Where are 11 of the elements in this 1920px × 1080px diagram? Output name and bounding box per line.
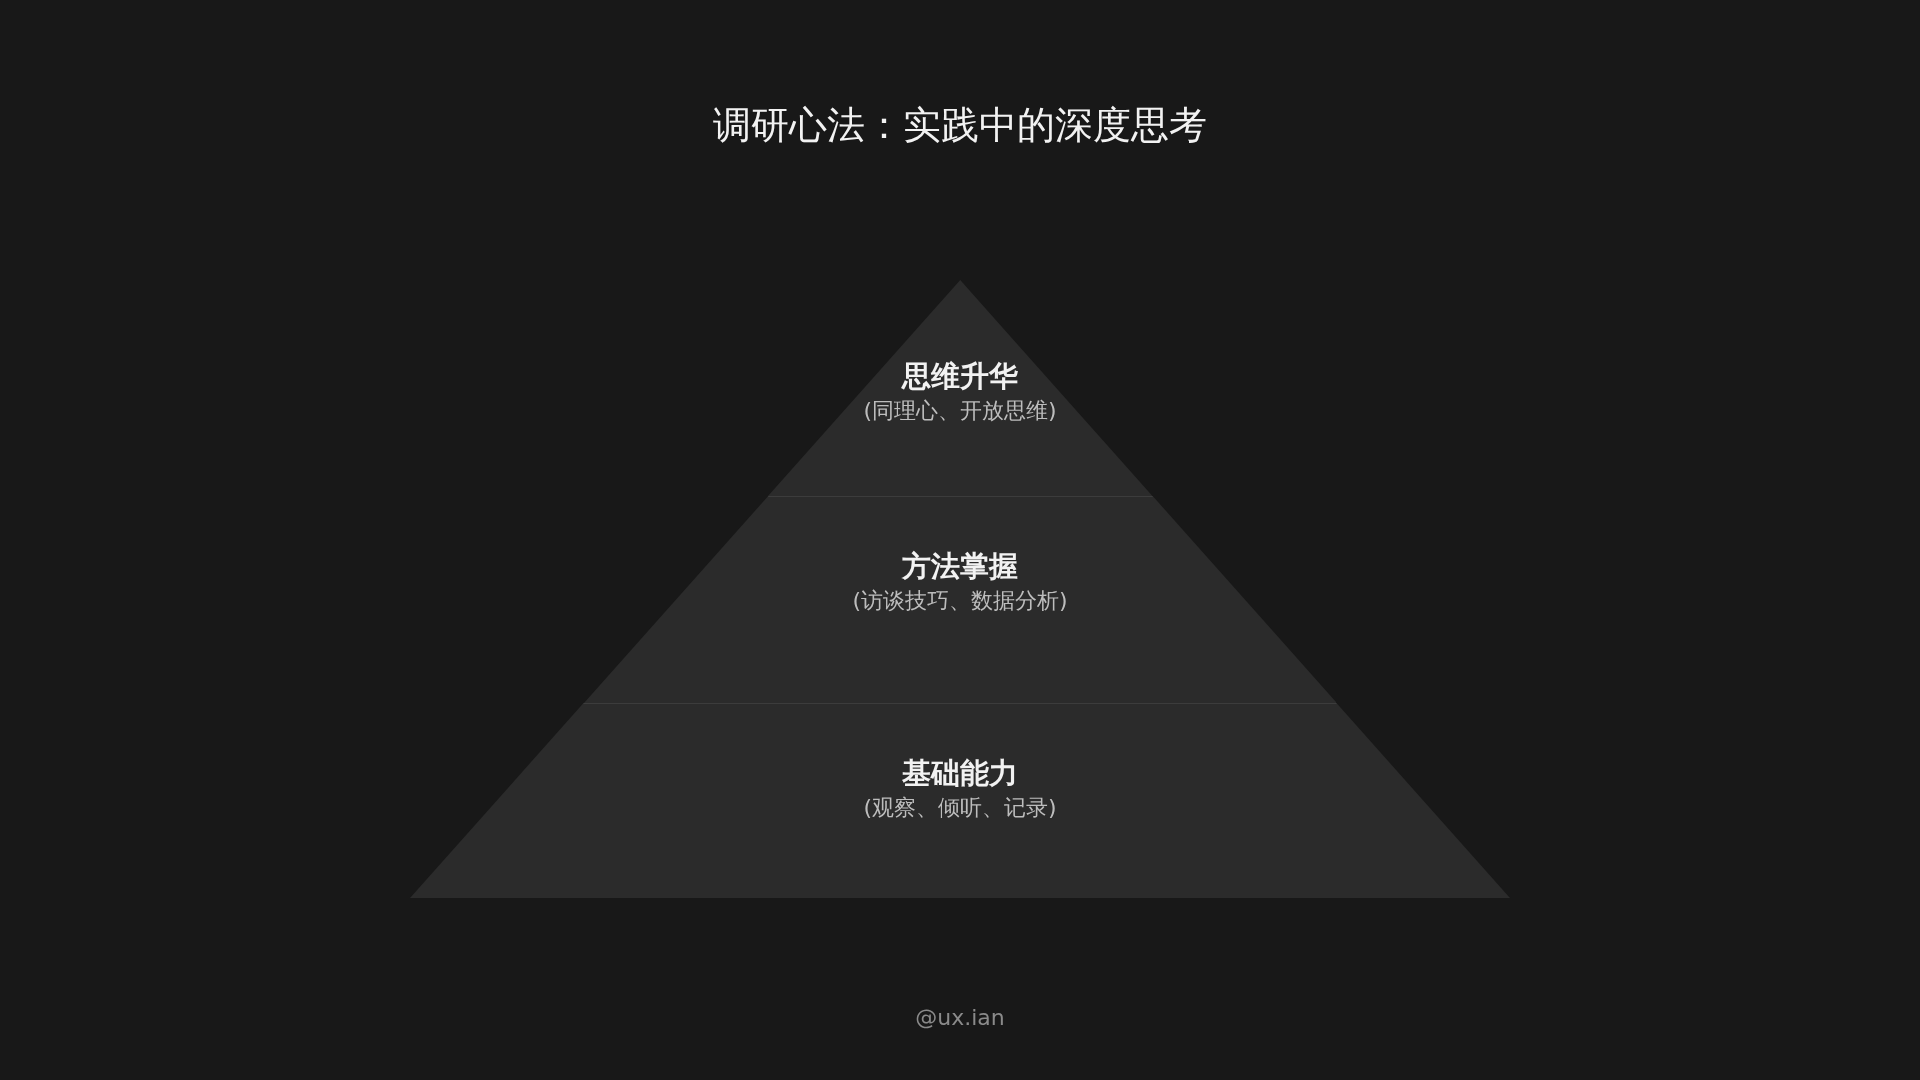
layer-heading: 思维升华 [902, 358, 1018, 395]
diagram-title: 调研心法：实践中的深度思考 [713, 102, 1207, 149]
layer-heading: 方法掌握 [902, 548, 1018, 585]
pyramid-top-layer [767, 280, 1153, 496]
author-handle: @ux.ian [915, 1005, 1005, 1030]
layer-description: (观察、倾听、记录) [863, 794, 1057, 822]
layer-heading: 基础能力 [902, 755, 1018, 792]
pyramid-layer [410, 703, 1510, 898]
layer-description: (同理心、开放思维) [863, 397, 1057, 425]
pyramid-layer [583, 496, 1337, 703]
layer-description: (访谈技巧、数据分析) [852, 587, 1068, 615]
